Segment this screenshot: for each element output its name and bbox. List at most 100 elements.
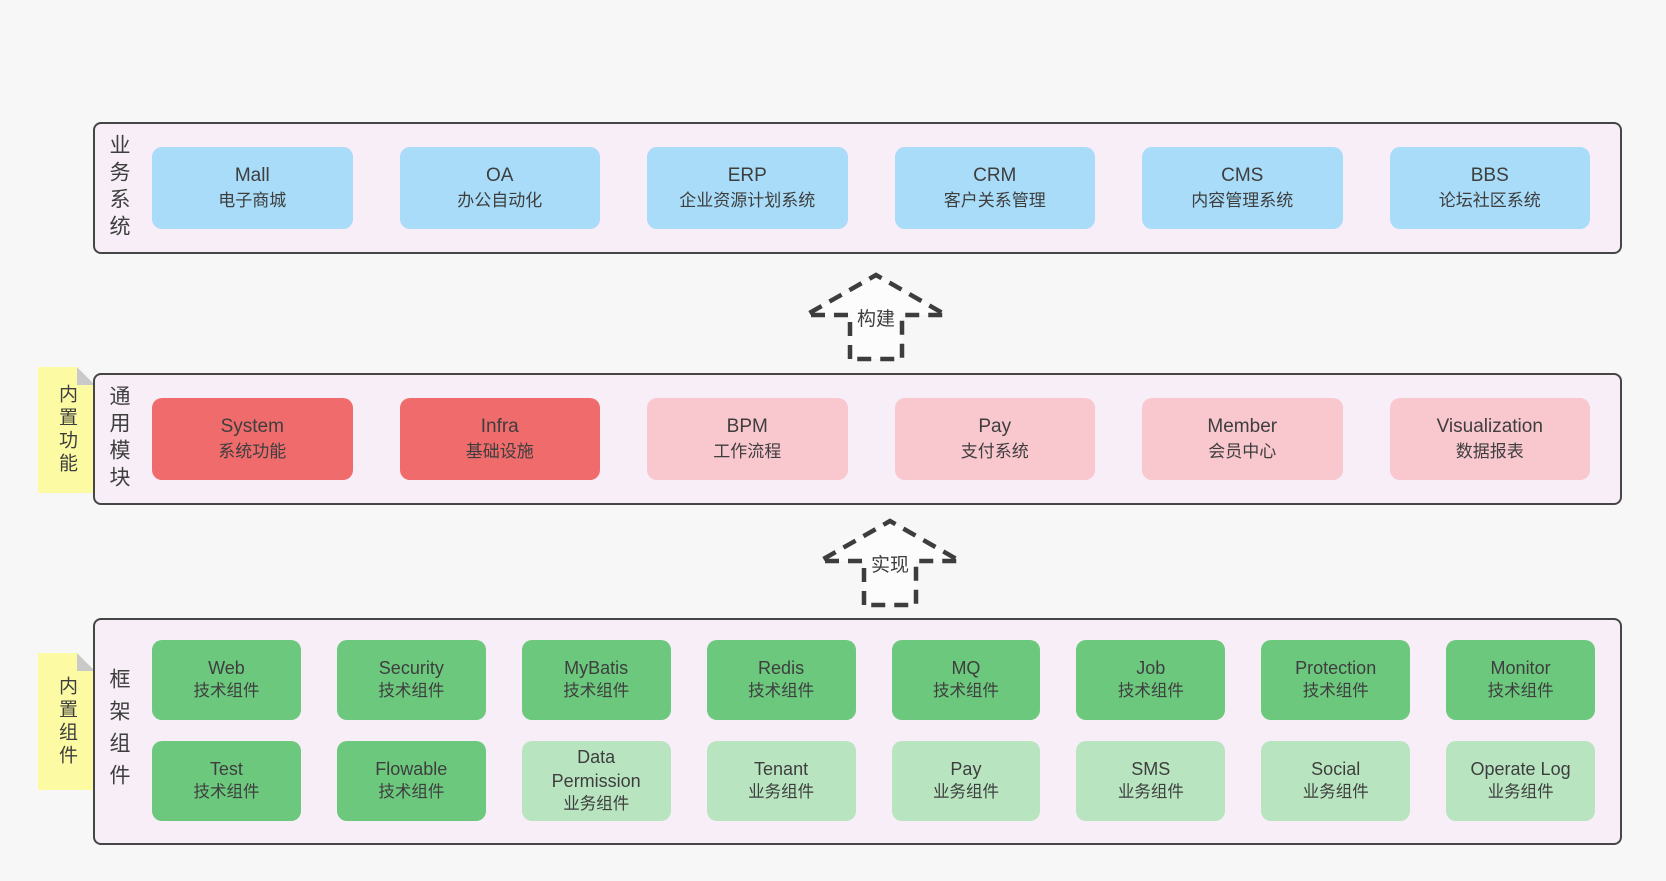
common-modules-boxes: System 系统功能 Infra 基础设施 BPM 工作流程 Pay 支付系统…	[142, 375, 1620, 503]
layer-label-framework-components: 框架组件	[95, 620, 142, 843]
sticky-note-built-in-features: 内置功能	[38, 367, 95, 493]
box-title: Test	[209, 759, 243, 780]
box-social: Social 业务组件	[1261, 741, 1411, 821]
box-title: Job	[1136, 658, 1166, 679]
box-title: Web	[208, 658, 245, 679]
box-crm: CRM 客户关系管理	[894, 147, 1095, 229]
box-title: Visualization	[1436, 415, 1543, 437]
box-mq: MQ 技术组件	[891, 640, 1041, 720]
box-infra: Infra 基础设施	[399, 398, 600, 480]
box-title: Data Permission	[551, 747, 641, 791]
framework-components-row-1: Web 技术组件 Security 技术组件 MyBatis 技术组件 Redi…	[152, 640, 1595, 720]
box-subtitle: 技术组件	[1487, 682, 1554, 701]
framework-components-layer: 框架组件 Web 技术组件 Security 技术组件 MyBatis 技术组件…	[93, 618, 1622, 845]
box-title: Operate Log	[1470, 759, 1571, 780]
box-oa: OA 办公自动化	[399, 147, 600, 229]
box-title: Tenant	[754, 759, 809, 780]
box-title: CMS	[1221, 164, 1264, 186]
business-systems-layer: 业务系统 Mall 电子商城 OA 办公自动化 ERP 企业资源计划系统 CRM…	[93, 122, 1622, 254]
box-member: Member 会员中心	[1142, 398, 1343, 480]
box-test: Test 技术组件	[152, 741, 301, 821]
arrow-build-label: 构建	[853, 304, 899, 331]
box-subtitle: 技术组件	[563, 682, 630, 701]
box-title: Flowable	[375, 759, 448, 780]
box-visualization: Visualization 数据报表	[1389, 398, 1590, 480]
framework-components-grid: Web 技术组件 Security 技术组件 MyBatis 技术组件 Redi…	[142, 620, 1620, 843]
box-title: ERP	[727, 164, 767, 186]
box-redis: Redis 技术组件	[706, 640, 856, 720]
box-flowable: Flowable 技术组件	[336, 741, 486, 821]
box-bbs: BBS 论坛社区系统	[1389, 147, 1590, 229]
box-title: Pay	[978, 415, 1012, 437]
box-subtitle: 内容管理系统	[1191, 191, 1294, 211]
box-title: SMS	[1131, 759, 1171, 780]
box-system: System 系统功能	[152, 398, 353, 480]
arrow-implement-label: 实现	[867, 550, 913, 577]
layer-label-text: 业务系统	[107, 134, 130, 242]
box-subtitle: 论坛社区系统	[1438, 191, 1541, 211]
sticky-label: 内置功能	[56, 384, 77, 476]
sticky-note-built-in-components: 内置组件	[38, 653, 95, 790]
arrow-build: 构建	[796, 271, 956, 363]
box-sms: SMS 业务组件	[1076, 741, 1226, 821]
box-title: MQ	[951, 658, 981, 679]
box-pay-module: Pay 支付系统	[894, 398, 1095, 480]
box-title: BBS	[1470, 164, 1509, 186]
box-subtitle: 办公自动化	[457, 191, 543, 211]
box-subtitle: 技术组件	[193, 682, 260, 701]
box-subtitle: 业务组件	[1117, 783, 1184, 802]
box-subtitle: 技术组件	[378, 682, 445, 701]
box-title: Social	[1311, 759, 1361, 780]
box-mall: Mall 电子商城	[152, 147, 353, 229]
business-systems-boxes: Mall 电子商城 OA 办公自动化 ERP 企业资源计划系统 CRM 客户关系…	[142, 124, 1620, 252]
box-subtitle: 业务组件	[563, 795, 630, 814]
box-title: Pay	[950, 759, 982, 780]
common-modules-layer: 通用模块 System 系统功能 Infra 基础设施 BPM 工作流程 Pay…	[93, 373, 1622, 505]
box-subtitle: 企业资源计划系统	[679, 191, 816, 211]
box-title: MyBatis	[564, 658, 629, 679]
framework-components-row-2: Test 技术组件 Flowable 技术组件 Data Permission …	[152, 741, 1595, 821]
box-subtitle: 系统功能	[218, 442, 287, 462]
arrow-implement: 实现	[810, 517, 970, 609]
box-title: Member	[1207, 415, 1278, 437]
box-monitor: Monitor 技术组件	[1446, 640, 1595, 720]
box-security: Security 技术组件	[336, 640, 486, 720]
layer-label-text: 框架组件	[107, 667, 130, 796]
box-title: Redis	[758, 658, 805, 679]
box-web: Web 技术组件	[152, 640, 301, 720]
layer-label-business-systems: 业务系统	[95, 124, 142, 252]
box-title: CRM	[973, 164, 1017, 186]
box-operate-log: Operate Log 业务组件	[1446, 741, 1595, 821]
box-subtitle: 工作流程	[713, 442, 782, 462]
box-subtitle: 技术组件	[193, 783, 260, 802]
box-protection: Protection 技术组件	[1261, 640, 1411, 720]
box-subtitle: 支付系统	[960, 442, 1029, 462]
box-subtitle: 电子商城	[218, 191, 287, 211]
box-subtitle: 业务组件	[1487, 783, 1554, 802]
box-title: System	[220, 415, 284, 437]
box-bpm: BPM 工作流程	[647, 398, 848, 480]
box-pay-component: Pay 业务组件	[891, 741, 1041, 821]
box-subtitle: 技术组件	[378, 783, 445, 802]
box-subtitle: 会员中心	[1208, 442, 1277, 462]
box-subtitle: 业务组件	[748, 783, 815, 802]
box-subtitle: 技术组件	[932, 682, 999, 701]
box-erp: ERP 企业资源计划系统	[647, 147, 848, 229]
box-data-permission: Data Permission 业务组件	[521, 741, 671, 821]
box-subtitle: 业务组件	[1302, 783, 1369, 802]
box-title: Protection	[1295, 658, 1377, 679]
box-title: OA	[486, 164, 514, 186]
box-title: BPM	[726, 415, 768, 437]
box-subtitle: 数据报表	[1455, 442, 1524, 462]
layer-label-common-modules: 通用模块	[95, 375, 142, 503]
box-subtitle: 客户关系管理	[943, 191, 1046, 211]
box-title: Monitor	[1490, 658, 1551, 679]
box-mybatis: MyBatis 技术组件	[521, 640, 671, 720]
box-tenant: Tenant 业务组件	[706, 741, 856, 821]
box-title: Security	[378, 658, 444, 679]
box-subtitle: 基础设施	[465, 442, 534, 462]
layer-label-text: 通用模块	[107, 385, 130, 493]
box-subtitle: 技术组件	[1117, 682, 1184, 701]
box-subtitle: 技术组件	[1302, 682, 1369, 701]
